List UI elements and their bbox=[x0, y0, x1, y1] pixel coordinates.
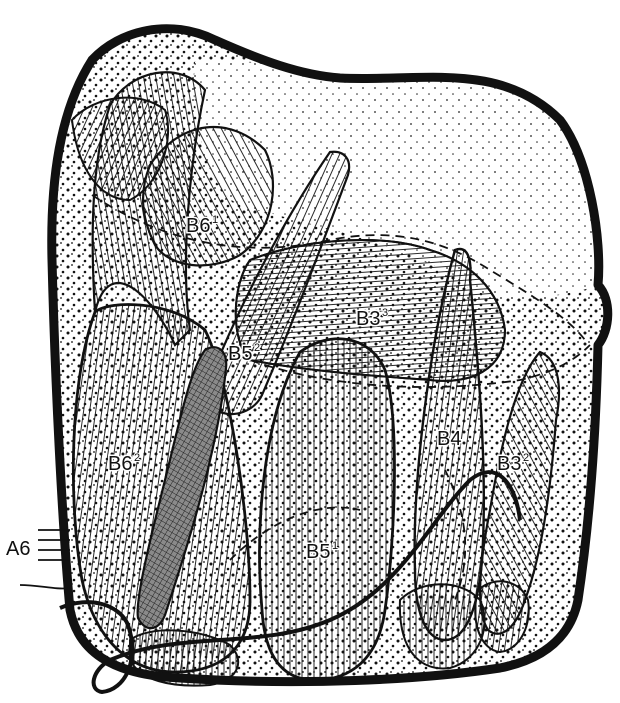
label-b6-2-sup: 2 bbox=[134, 452, 140, 464]
label-b5-2-sup: 2 bbox=[254, 342, 260, 354]
label-b3-3-sup: 3 bbox=[382, 307, 388, 319]
label-a6: A6 bbox=[6, 538, 30, 560]
label-b6-2-text: B6 bbox=[108, 453, 132, 475]
label-b4-text: B4 bbox=[437, 428, 461, 450]
label-b5-2-text: B5 bbox=[228, 343, 252, 365]
label-b3-3-text: B3 bbox=[356, 308, 380, 330]
label-b6-1-sup: 1 bbox=[212, 214, 218, 226]
label-b6-1-text: B6 bbox=[186, 215, 210, 237]
label-b5-1-sup: 1 bbox=[332, 540, 338, 552]
label-b4: B4 bbox=[437, 428, 461, 450]
label-a6-text: A6 bbox=[6, 538, 30, 560]
label-b3-2-text: B3 bbox=[497, 453, 521, 475]
label-b5-1-text: B5 bbox=[306, 541, 330, 563]
label-b3-2-sup: 2 bbox=[523, 452, 529, 464]
